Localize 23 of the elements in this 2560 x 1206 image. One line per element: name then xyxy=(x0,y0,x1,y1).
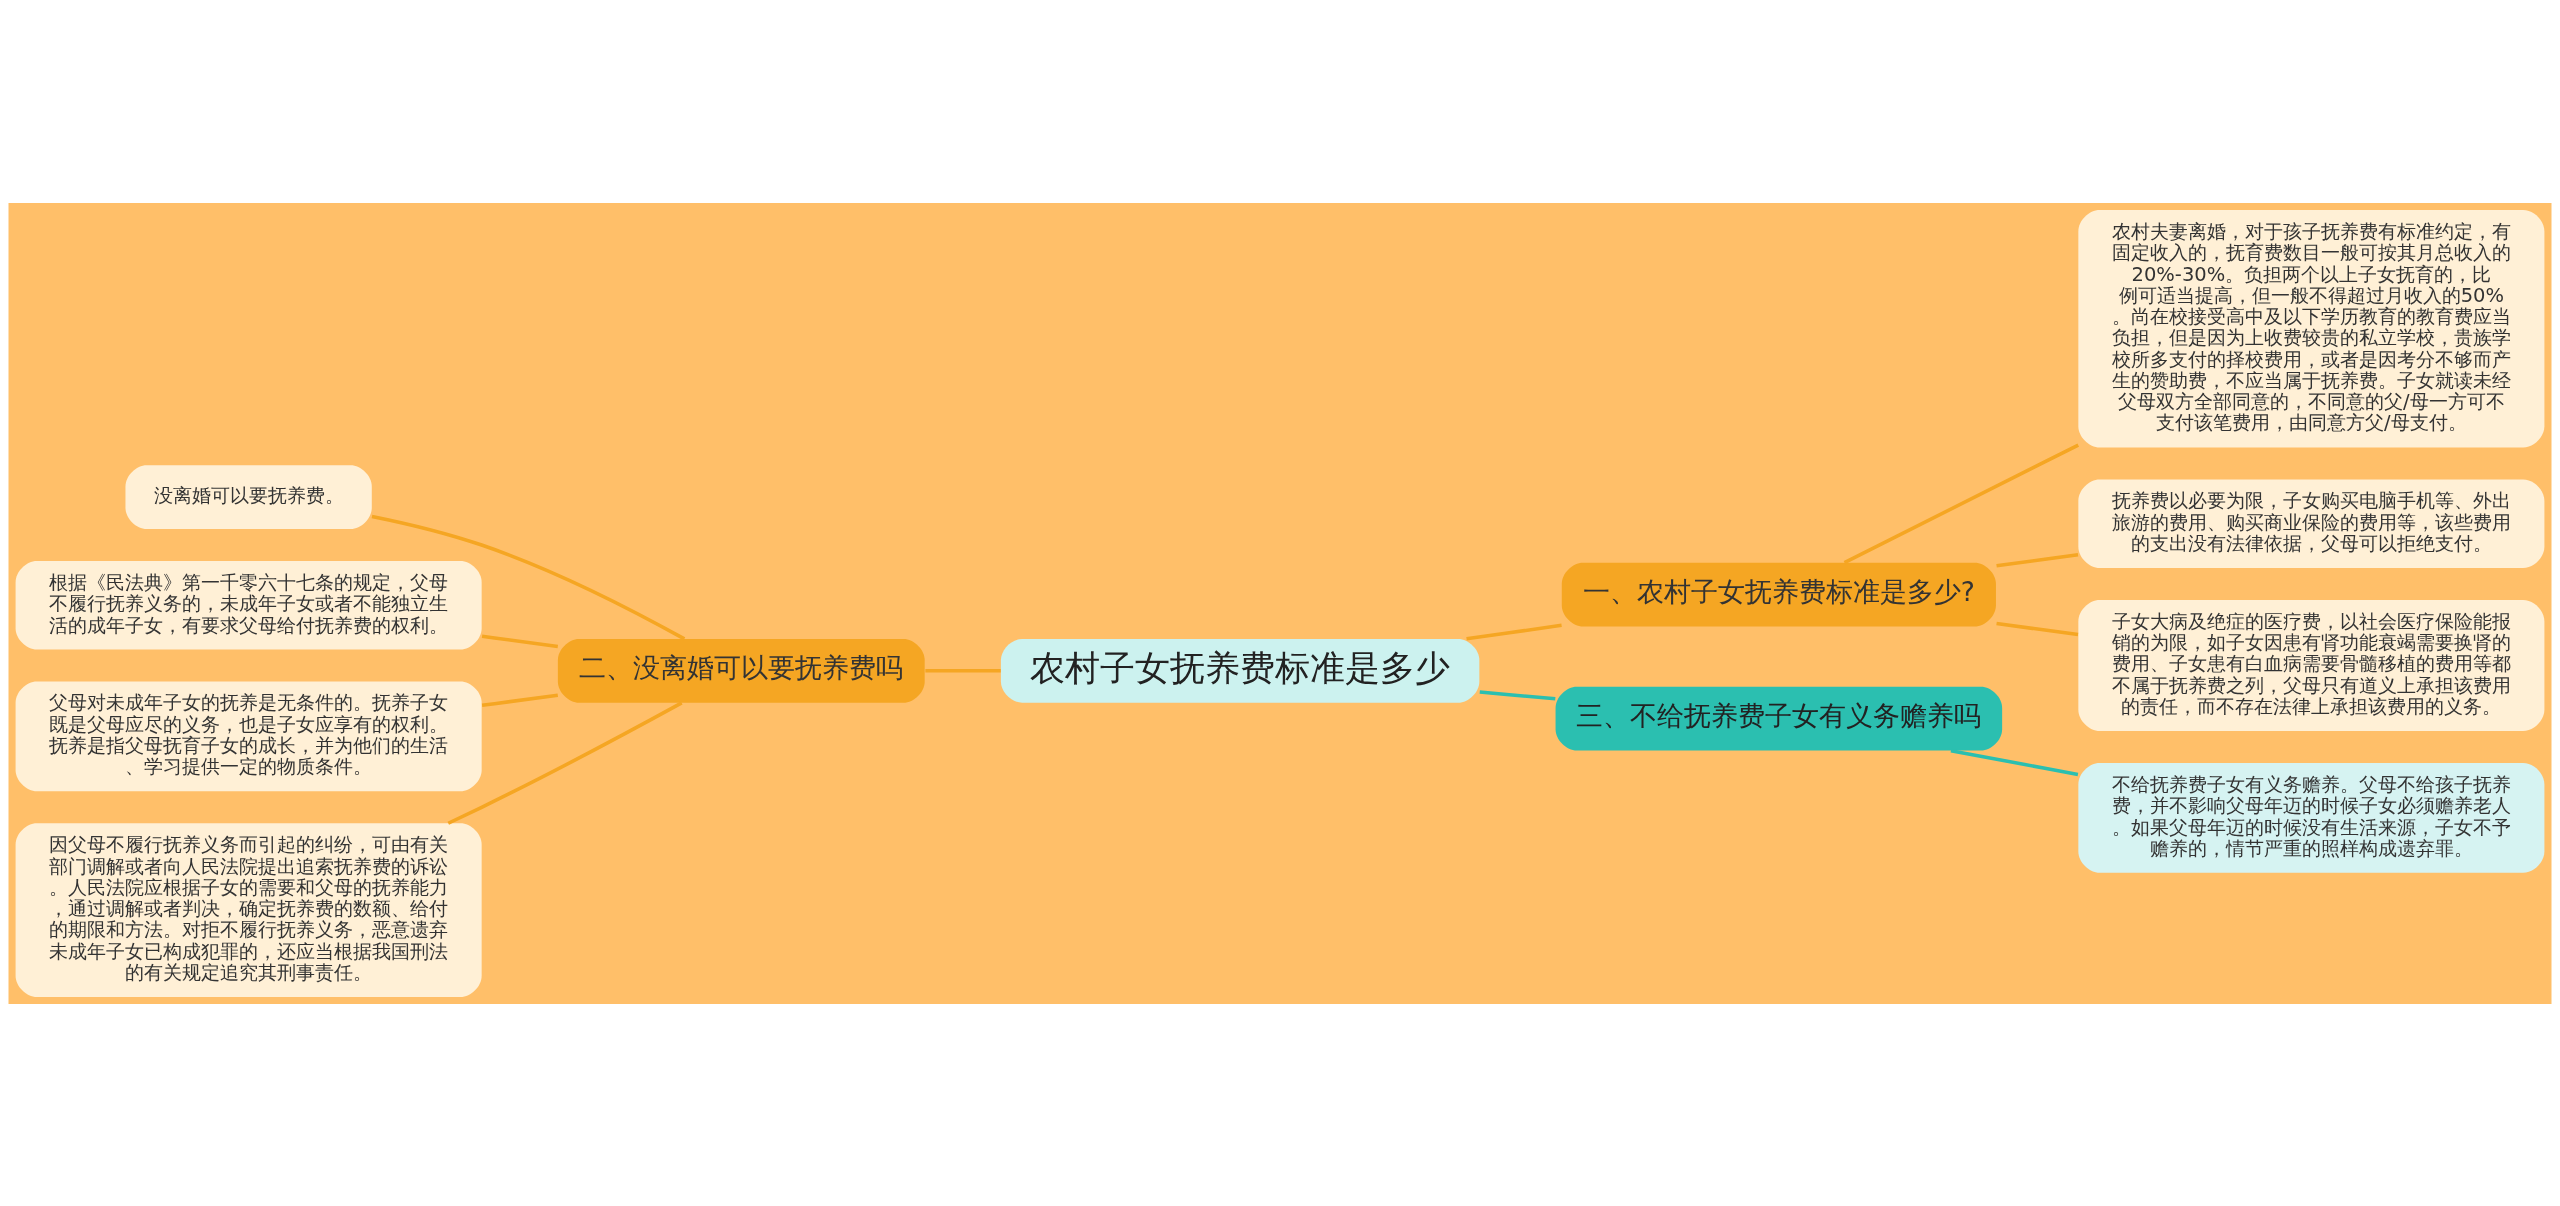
connector xyxy=(1843,443,2080,564)
node-box: 二、没离婚可以要抚养费吗 xyxy=(557,638,925,703)
node-box: 一、农村子女抚养费标准是多少? xyxy=(1561,562,1996,627)
connector xyxy=(481,692,559,707)
node-box: 不给抚养费子女有义务赡养。父母不给孩子抚养费，并不影响父母年迈的时候子女必须赡养老人。如果父母年迈的时候没有生活来源，子女不予赡养的，情节严重的照样构成遗弃罪。 xyxy=(2078,762,2545,873)
node-box: 父母对未成年子女的抚养是无条件的。抚养子女既是父母应尽的义务，也是子女应享有的权利。抚养是指父母抚育子女的成长，并为他们的生活、学习提供一定的物质条件。 xyxy=(15,680,482,791)
connector xyxy=(925,668,1001,673)
node-box: 三、不给抚养费子女有义务赡养吗 xyxy=(1555,686,2003,751)
connector xyxy=(481,634,559,648)
node-box: 农村夫妻离婚，对于孩子抚养费有标准约定，有固定收入的，抚育费数目一般可按其月总收入的20%-30%。负担两个以上子女抚育的，比例可适当提高，但一般不得超过月收入的50%。尚在校接受高中及以下学历教育的教育费应当负担，但是因为上收费较贵的私立学校，贵族学校所多支付的择校费用，或者是因考分不够而产生的赞助费，不应当属于抚养费。子女就读未经父母双方全部同意的，不同意的父/母一方可不支付该笔费用，由同意方父/母支付。 xyxy=(2078,209,2545,448)
connector xyxy=(1996,621,2079,636)
node-box: 子女大病及绝症的医疗费，以社会医疗保险能报销的为限，如子女因患有肾功能衰竭需要换肾的费用、子女患有白血病需要骨髓移植的费用等都不属于抚养费之列，父母只有道义上承担该费用的责任，而不存在法律上承担该费用的义务。 xyxy=(2078,599,2545,731)
node-box: 因父母不履行抚养义务而引起的纠纷，可由有关部门调解或者向人民法院提出追索抚养费的诉讼。人民法院应根据子女的需要和父母的抚养能力，通过调解或者判决，确定抚养费的数额、给付的期限和方法。对拒不履行抚养义务，恶意遗弃未成年子女已构成犯罪的，还应当根据我国刑法的有关规定追究其刑事责任。 xyxy=(15,822,482,997)
connector xyxy=(1996,552,2079,567)
connector xyxy=(1950,748,2079,776)
connector xyxy=(1479,689,1556,701)
node-box: 根据《民法典》第一千零六十七条的规定，父母不履行抚养义务的，未成年子女或者不能独立生活的成年子女，有要求父母给付抚养费的权利。 xyxy=(15,560,482,650)
connector xyxy=(447,700,683,825)
connector xyxy=(371,514,686,640)
node-box: 农村子女抚养费标准是多少 xyxy=(1000,638,1480,703)
node-box: 抚养费以必要为限，子女购买电脑手机等、外出旅游的费用、购买商业保险的费用等，该些费用的支出没有法律依据，父母可以拒绝支付。 xyxy=(2078,478,2545,568)
node-box: 没离婚可以要抚养费。 xyxy=(125,464,372,529)
connector xyxy=(1466,623,1562,641)
